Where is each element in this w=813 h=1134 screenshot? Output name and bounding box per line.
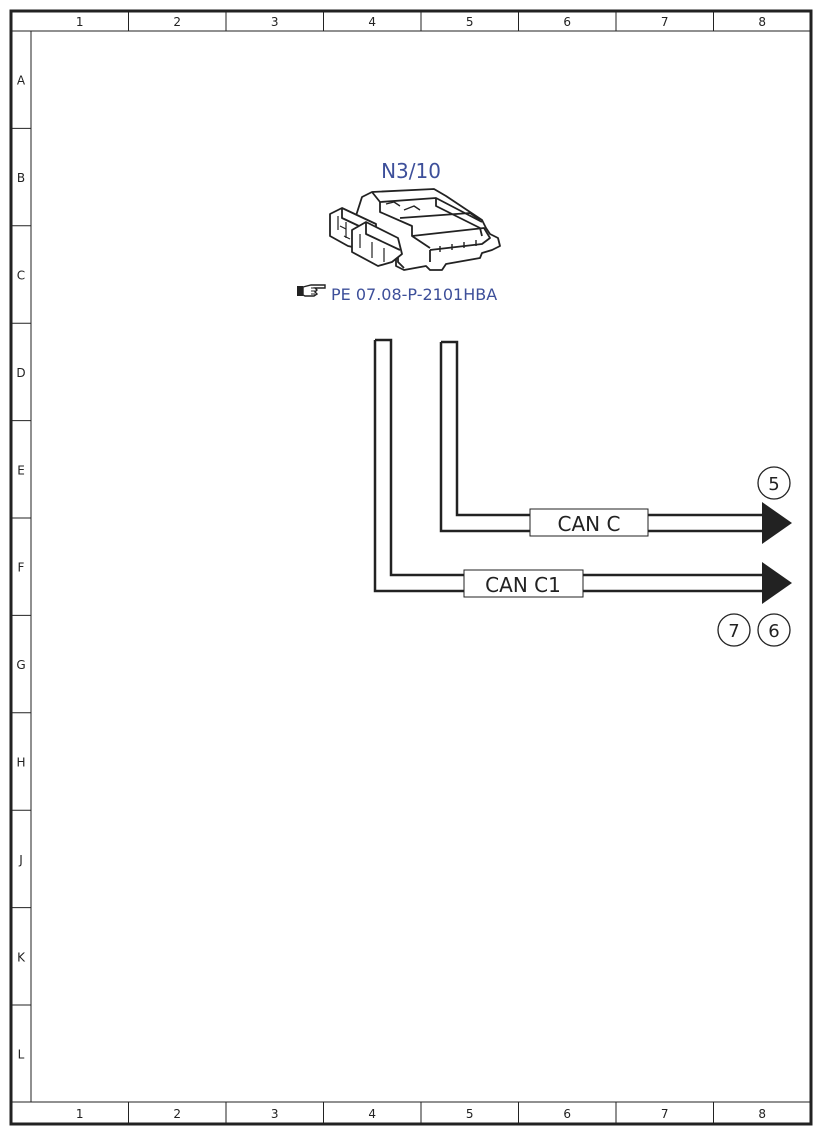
bus-label-can-c1-text: CAN C1 — [485, 573, 561, 597]
column-top-label-7: 7 — [661, 15, 669, 29]
row-label-F: F — [18, 561, 25, 575]
column-ruler-bottom: 1 2 3 4 5 6 7 8 — [11, 1101, 811, 1124]
column-top-label-6: 6 — [563, 15, 571, 29]
arrow-can-c1 — [762, 562, 792, 604]
column-bottom-label-3: 3 — [271, 1107, 279, 1121]
column-bottom-label-4: 4 — [368, 1107, 376, 1121]
column-bottom-label-7: 7 — [661, 1107, 669, 1121]
target-7-label: 7 — [728, 621, 739, 642]
column-top-label-1: 1 — [76, 15, 84, 29]
row-label-B: B — [17, 171, 25, 185]
row-ruler-left: A B C D E F G H J K L — [11, 74, 31, 1062]
column-bottom-label-8: 8 — [758, 1107, 766, 1121]
row-label-A: A — [17, 74, 26, 88]
wire-can-c — [439, 340, 765, 533]
bus-label-can-c: CAN C — [529, 508, 649, 537]
row-label-L: L — [18, 1048, 25, 1062]
column-ruler-top: 1 2 3 4 5 6 7 8 — [11, 11, 811, 32]
column-bottom-label-6: 6 — [563, 1107, 571, 1121]
column-bottom-label-5: 5 — [466, 1107, 474, 1121]
pointing-hand-icon — [297, 284, 326, 297]
column-bottom-label-2: 2 — [173, 1107, 181, 1121]
target-circle-7[interactable]: 7 — [717, 613, 751, 647]
bus-label-can-c-text: CAN C — [558, 512, 621, 536]
reference-row[interactable]: PE 07.08-P-2101HBA — [297, 284, 497, 304]
row-label-D: D — [16, 366, 25, 380]
column-top-label-3: 3 — [271, 15, 279, 29]
target-circle-6[interactable]: 6 — [757, 613, 791, 647]
wire-can-c1 — [373, 338, 765, 593]
target-circle-5[interactable]: 5 — [757, 466, 791, 500]
column-top-label-4: 4 — [368, 15, 376, 29]
target-6-label: 6 — [768, 621, 779, 642]
row-label-J: J — [18, 853, 23, 867]
column-top-label-2: 2 — [173, 15, 181, 29]
reference-text[interactable]: PE 07.08-P-2101HBA — [331, 285, 497, 304]
row-label-K: K — [17, 950, 26, 964]
row-label-G: G — [16, 658, 25, 672]
row-label-E: E — [17, 463, 25, 477]
row-label-C: C — [17, 269, 25, 283]
bus-label-can-c1: CAN C1 — [463, 569, 584, 598]
row-label-H: H — [16, 756, 25, 770]
arrow-can-c — [762, 502, 792, 544]
column-top-label-8: 8 — [758, 15, 766, 29]
ecu-control-unit-icon — [329, 188, 501, 271]
component-id: N3/10 — [381, 159, 441, 183]
column-bottom-label-1: 1 — [76, 1107, 84, 1121]
target-5-label: 5 — [768, 474, 779, 495]
column-top-label-5: 5 — [466, 15, 474, 29]
